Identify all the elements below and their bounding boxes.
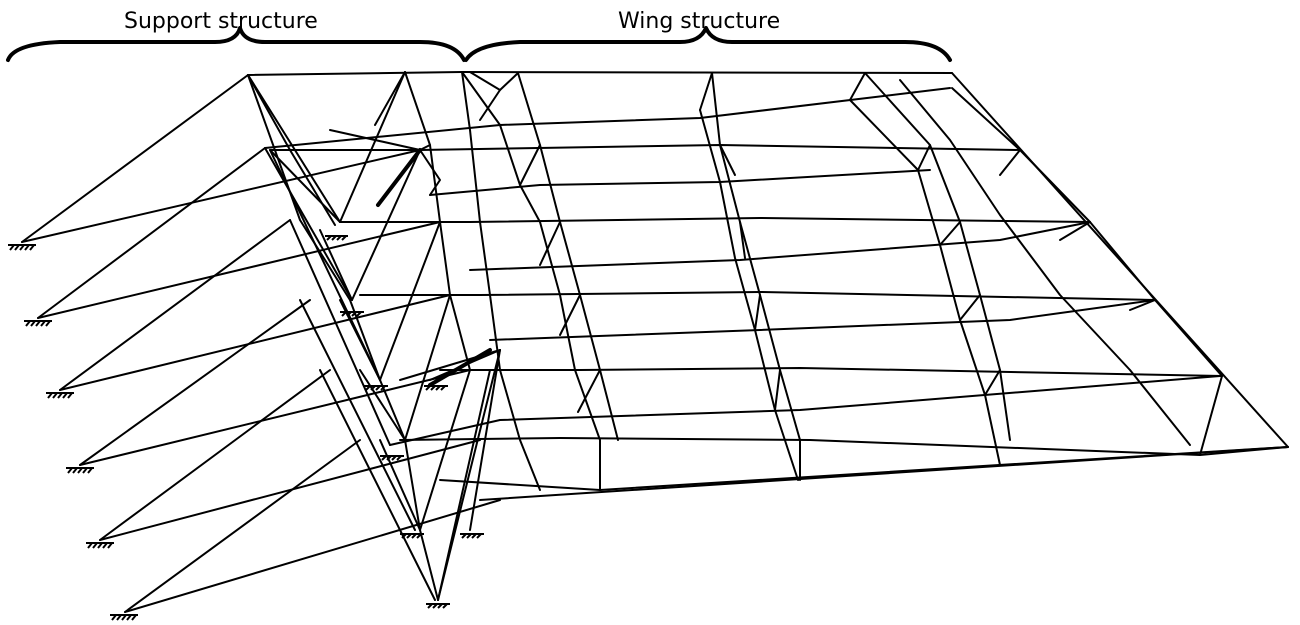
ground-support-symbol	[400, 533, 424, 539]
support-frame	[379, 221, 441, 381]
support-strut	[379, 439, 421, 531]
wing-spar	[499, 72, 519, 91]
wing-spar	[461, 71, 601, 491]
wing-spar	[1129, 299, 1156, 311]
support-strut	[99, 369, 331, 541]
support-strut	[21, 74, 249, 243]
support-strut	[79, 299, 311, 466]
support-strut	[79, 369, 471, 466]
support-strut	[21, 149, 421, 243]
ground-support-symbol	[110, 614, 138, 621]
support-strut	[59, 294, 451, 391]
support-strut	[428, 348, 492, 387]
wing-spar	[864, 72, 1011, 441]
wing-spar	[699, 72, 713, 111]
support-frame	[289, 219, 391, 446]
support-frame	[437, 369, 491, 601]
support-strut	[37, 147, 266, 319]
support-frame	[319, 369, 436, 601]
ground-support-symbol	[424, 385, 448, 391]
wing-tip-leading-edge	[951, 72, 1289, 448]
support-strut	[269, 149, 341, 223]
support-strut	[37, 221, 441, 319]
support-structure-brace	[6, 26, 466, 62]
wing-rib	[439, 367, 1223, 377]
support-frame	[469, 349, 501, 531]
wing-spar	[461, 71, 541, 491]
wing-spar	[951, 87, 1223, 377]
support-strut	[376, 148, 422, 207]
wing-spar	[711, 72, 801, 481]
ground-support-symbol	[66, 467, 94, 474]
wing-spar	[719, 144, 736, 176]
ground-support-symbol	[86, 542, 114, 549]
ground-support-symbol	[325, 235, 348, 241]
ground-support-symbol	[8, 244, 36, 251]
support-strut	[359, 369, 406, 441]
ground-support-symbol	[380, 455, 404, 461]
support-strut	[319, 229, 353, 301]
support-frame	[419, 149, 441, 196]
wing-rib	[339, 217, 1091, 223]
wing-spar	[959, 294, 981, 321]
wing-rib	[489, 299, 1156, 341]
ground-support-symbol	[364, 385, 388, 391]
wing-spar	[539, 221, 561, 266]
support-frame	[299, 299, 416, 531]
wing-spar	[577, 369, 601, 413]
wing-spar	[519, 144, 541, 186]
wing-spar	[469, 71, 501, 121]
support-frame	[339, 71, 406, 223]
wing-rib	[469, 221, 1091, 271]
support-structure-label: Support structure	[124, 9, 318, 34]
wing-rib	[429, 169, 931, 196]
wing-spar	[739, 221, 746, 259]
support-frame	[374, 71, 406, 126]
support-frame	[404, 294, 451, 441]
wing-spar	[517, 72, 619, 441]
wing-rib	[499, 375, 1221, 421]
wing-structure-brace	[464, 26, 952, 62]
support-strut	[124, 499, 501, 613]
support-strut	[389, 419, 501, 446]
wing-spar	[1059, 221, 1091, 241]
support-frame	[351, 149, 421, 301]
support-strut	[124, 439, 361, 613]
ground-support-symbol	[46, 392, 74, 399]
ground-supports	[8, 235, 484, 621]
ground-support-symbol	[340, 311, 364, 317]
wing-spar	[774, 369, 781, 411]
ground-support-symbol	[460, 533, 484, 539]
support-frame	[247, 74, 341, 223]
wing-spar	[939, 221, 961, 246]
wing-spar	[559, 294, 581, 336]
wing-spar	[1199, 375, 1223, 456]
wing-spar	[849, 72, 866, 101]
wing-truss	[21, 71, 1289, 613]
wing-spar	[899, 79, 1191, 446]
wing-spar	[999, 149, 1021, 176]
support-frame	[264, 147, 353, 301]
wing-spar	[699, 109, 799, 481]
wing-rib	[399, 437, 1289, 456]
wing-spar	[917, 144, 931, 171]
wing-spar	[754, 294, 761, 331]
ground-support-symbol	[426, 603, 450, 609]
ground-support-symbol	[24, 320, 52, 327]
wing-structure-label: Wing structure	[618, 9, 781, 34]
support-frame	[329, 129, 421, 151]
wing-spar	[849, 99, 1001, 466]
support-strut	[59, 219, 291, 391]
wing-rib	[264, 87, 951, 149]
wing-spar	[984, 369, 1001, 396]
wing-rib	[359, 291, 1156, 301]
wing-top-edge	[247, 71, 953, 76]
support-strut	[339, 299, 381, 381]
